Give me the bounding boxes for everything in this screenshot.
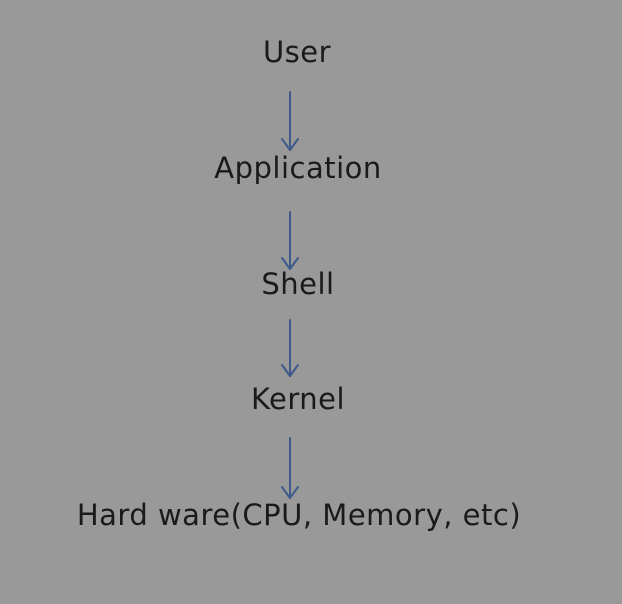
arrow-application-to-shell bbox=[281, 211, 299, 270]
node-kernel: Kernel bbox=[250, 382, 346, 416]
arrow-kernel-to-hardware bbox=[281, 437, 299, 499]
arrow-user-to-application bbox=[281, 91, 299, 151]
node-application: Application bbox=[214, 151, 382, 185]
node-hardware: Hard ware(CPU, Memory, etc) bbox=[76, 498, 522, 532]
arrow-shell-to-kernel bbox=[281, 319, 299, 377]
node-user: User bbox=[262, 35, 332, 69]
node-shell: Shell bbox=[261, 267, 335, 301]
